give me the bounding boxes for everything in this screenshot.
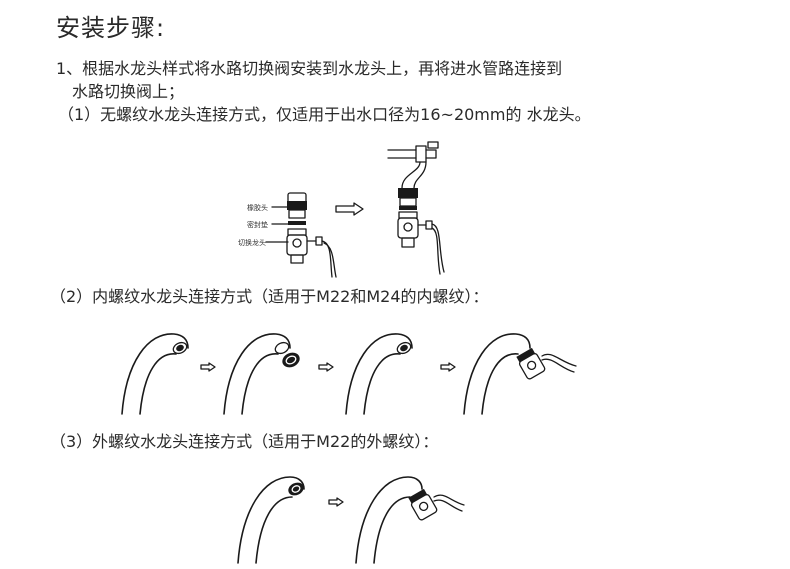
method3-text: （3）外螺纹水龙头连接方式（适用于M22的外螺纹）： <box>50 432 439 451</box>
step1-line2: 水路切换阀上； <box>72 82 185 101</box>
label-switch-faucet: 切换龙头 <box>238 239 266 247</box>
internal-thread-faucet-2 <box>223 333 300 415</box>
internal-thread-faucet-4 <box>463 333 577 415</box>
step1-line1: 1、根据水龙头样式将水路切换阀安装到水龙头上，再将进水管路连接到 <box>56 59 563 78</box>
arrow-right-icon <box>318 362 334 372</box>
faucet-assembled-diagram <box>387 141 445 275</box>
method1-text: （1）无螺纹水龙头连接方式，仅适用于出水口径为16~20mm的 水龙头。 <box>58 105 591 124</box>
external-thread-faucet-2 <box>355 476 465 564</box>
arrow-right-icon <box>440 362 456 372</box>
label-seal-gasket: 密封垫 <box>247 221 268 229</box>
external-thread-faucet-1 <box>237 476 305 564</box>
page-title: 安装步骤: <box>56 14 166 42</box>
valve-exploded-diagram <box>265 192 337 278</box>
arrow-right-icon <box>335 202 364 216</box>
internal-thread-faucet-1 <box>121 333 189 415</box>
internal-thread-faucet-3 <box>345 333 413 415</box>
method2-text: （2）内螺纹水龙头连接方式（适用于M22和M24的内螺纹）： <box>50 287 489 306</box>
label-rubber-head: 橡胶头 <box>247 204 268 212</box>
arrow-right-icon <box>328 497 344 507</box>
arrow-right-icon <box>200 362 216 372</box>
